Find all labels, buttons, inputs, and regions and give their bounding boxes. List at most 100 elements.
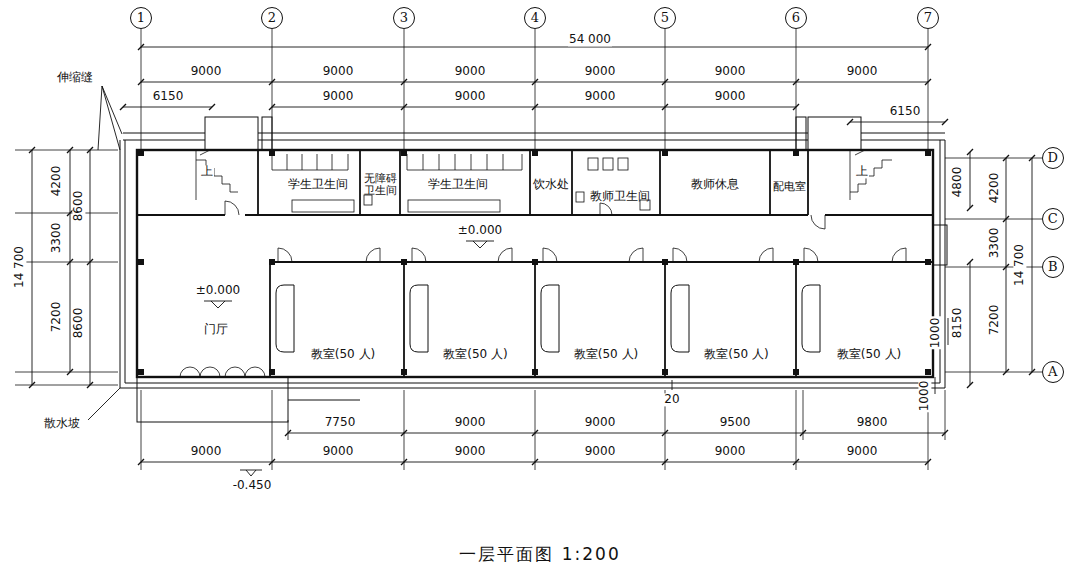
- apron-line: [120, 140, 945, 388]
- toilet-stall: [407, 154, 522, 170]
- note-text: 散水坡: [43, 417, 81, 430]
- drawing-caption: 一层平面图 1:200: [459, 543, 620, 566]
- level-text: ±0.000: [195, 284, 241, 297]
- dimension-text: 20: [663, 393, 680, 406]
- dimension-text: 8600: [72, 307, 85, 340]
- dimension-text: 9000: [714, 65, 747, 78]
- column: [138, 369, 144, 375]
- inner-wall: [270, 262, 796, 377]
- apron-line: [808, 117, 861, 150]
- column: [138, 259, 144, 265]
- column: [925, 369, 931, 375]
- room-name: 饮水处: [533, 178, 569, 192]
- axis-bubble: 4: [524, 7, 546, 29]
- podium: [410, 285, 428, 352]
- room-name: 教师休息: [691, 178, 739, 192]
- column: [401, 150, 407, 156]
- axis-bubble: 6: [785, 7, 807, 29]
- column: [793, 369, 799, 375]
- axis-number: D: [1048, 150, 1058, 165]
- podium: [276, 285, 820, 352]
- room-name: 学生卫生间: [288, 178, 348, 192]
- door-swing: [600, 203, 612, 215]
- dimension-text: 9000: [846, 65, 879, 78]
- room: 教室(50 人): [406, 264, 533, 375]
- dimension-text: 3300: [988, 227, 1001, 260]
- column: [793, 150, 799, 156]
- room: 学生卫生间: [400, 152, 530, 215]
- axis-line: [141, 390, 945, 470]
- axis-number: C: [1048, 211, 1058, 226]
- door-swing: [225, 201, 239, 215]
- dimension-text: 4800: [951, 166, 964, 199]
- dimension-text: 9500: [719, 416, 752, 429]
- room: 学生卫生间: [258, 152, 360, 215]
- dimension-line: [123, 47, 945, 462]
- column: [138, 150, 144, 156]
- dimension-line: [32, 150, 1032, 394]
- axis-bubble: D: [1042, 147, 1064, 169]
- toilet-stall: [588, 158, 598, 170]
- level-mark: [466, 241, 494, 248]
- apron-line: [120, 117, 947, 422]
- axis-line: [945, 158, 1042, 372]
- room: 教师卫生间: [572, 152, 660, 215]
- leader-line: [88, 388, 120, 420]
- dimension-text: 4200: [50, 165, 63, 198]
- dimension-text: 9000: [454, 90, 487, 103]
- leader-line: [88, 86, 672, 420]
- column: [401, 369, 407, 375]
- room: 教师休息: [660, 152, 770, 215]
- outer-wall: [137, 150, 933, 377]
- room-name: 教室(50 人): [704, 348, 768, 362]
- axis-number: 4: [531, 10, 539, 25]
- door-swing: [673, 248, 773, 262]
- door-swing: [180, 201, 906, 377]
- apron-line: [796, 117, 806, 150]
- room-name: 教师卫生间: [590, 190, 650, 204]
- note-text: 伸缩缝: [56, 71, 94, 84]
- room-name: 门厅: [204, 323, 228, 337]
- room: 教室(50 人): [537, 264, 663, 375]
- room: 无障碍卫生间: [360, 152, 400, 215]
- column: [269, 369, 275, 375]
- axis-line: [15, 29, 1042, 470]
- toilet-stall: [576, 192, 584, 202]
- leader-line: [672, 380, 673, 390]
- apron-line: [262, 117, 272, 150]
- axis-bubble: 5: [654, 7, 676, 29]
- room: 教室(50 人): [667, 264, 794, 375]
- room-name: 配电室: [773, 181, 806, 193]
- axis-number: 3: [400, 10, 408, 25]
- stair: [850, 150, 892, 200]
- column: [662, 150, 668, 156]
- column: [532, 369, 538, 375]
- podium: [541, 285, 559, 352]
- dimension-text: 9000: [190, 65, 223, 78]
- column: [269, 150, 275, 156]
- dimension-text: 9000: [454, 65, 487, 78]
- column: [793, 259, 799, 265]
- room: 教室(50 人): [798, 264, 928, 375]
- level-text: -0.450: [232, 479, 273, 492]
- dimension-text: 14 700: [1013, 243, 1026, 287]
- toilet-stall: [292, 200, 354, 212]
- dimension-text: 7200: [50, 301, 63, 334]
- dimension-text: 7750: [324, 416, 357, 429]
- dimension-text: 9000: [714, 90, 747, 103]
- inner-wall: [137, 150, 933, 377]
- dimension-text: 7200: [988, 304, 1001, 337]
- door-swing: [180, 367, 265, 377]
- dimension-text: 4200: [988, 172, 1001, 205]
- level-mark: [204, 301, 232, 308]
- toilet-stall: [603, 158, 613, 170]
- dimension-text: 9000: [454, 445, 487, 458]
- dimension-text: 1000: [918, 380, 931, 413]
- inner-wall: [258, 150, 808, 215]
- column: [401, 259, 407, 265]
- room: 饮水处: [530, 152, 572, 215]
- column: [269, 259, 275, 265]
- dimension-text: 8600: [72, 190, 85, 223]
- column: [532, 259, 538, 265]
